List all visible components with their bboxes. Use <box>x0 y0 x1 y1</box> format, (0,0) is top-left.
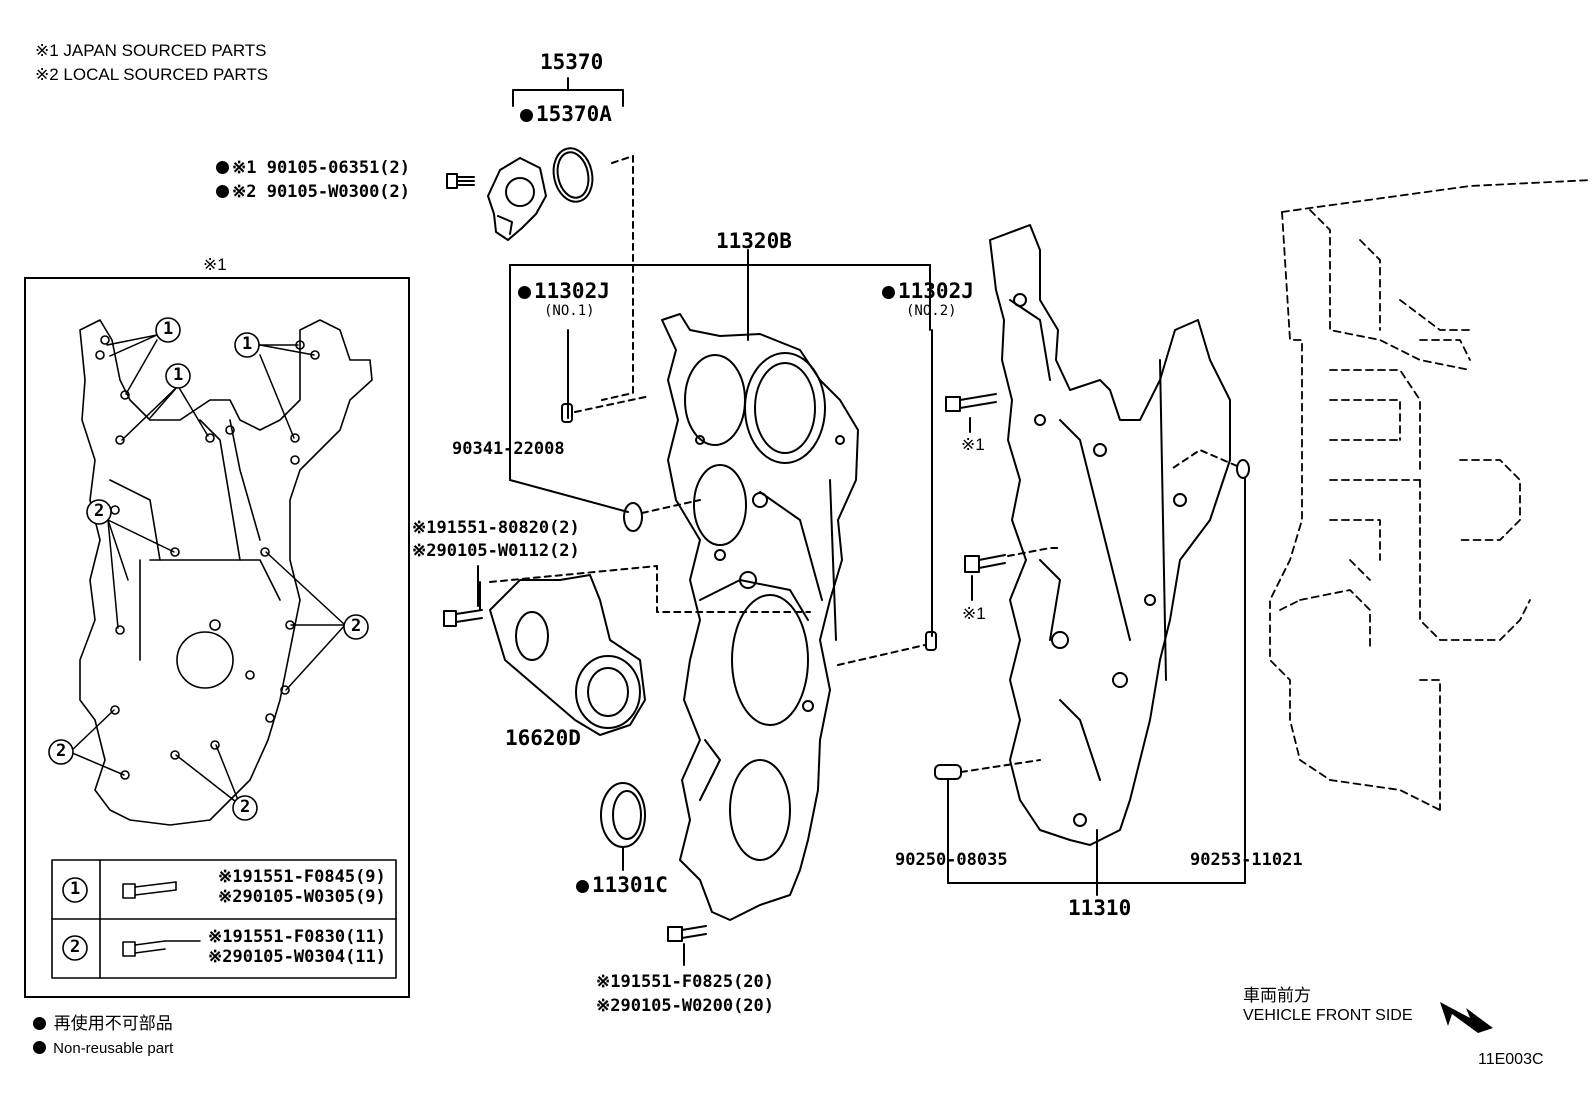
legend-row-1-num: 1 <box>70 879 81 899</box>
legend-nonreusable-jp: 再使用不可部品 <box>33 1015 173 1032</box>
front-arrow <box>1440 1002 1493 1033</box>
note-japan-sourced: ※1 JAPAN SOURCED PARTS <box>35 41 267 60</box>
nonreusable-dot <box>576 880 589 893</box>
nonreusable-dot <box>33 1017 46 1030</box>
part-90341-22008[interactable]: 90341-22008 <box>452 439 565 459</box>
legend-row-2-jp: ※191551-F0830(11) <box>208 927 387 947</box>
part-11320B[interactable]: 11320B <box>716 229 792 253</box>
nonreusable-dot <box>216 161 229 174</box>
callout-2d: 2 <box>240 797 251 817</box>
tensioner-drawing <box>479 565 811 736</box>
part-90250-08035[interactable]: 90250-08035 <box>895 850 1008 870</box>
tensioner-bolt-drawing <box>443 609 483 627</box>
legend-bolt-icon-2 <box>122 940 201 957</box>
callout-1b: 1 <box>173 365 184 385</box>
nonreusable-dot <box>33 1041 46 1054</box>
engine-block-outline <box>1269 179 1592 811</box>
part-sensor-bolt-local[interactable]: ※2 90105-W0300(2) <box>216 184 410 201</box>
legend-bolt-icon-1 <box>122 881 177 899</box>
part-90253-11021[interactable]: 90253-11021 <box>1190 850 1303 870</box>
callout-2c: 2 <box>56 741 67 761</box>
case-bolt-mark-upper: ※1 <box>961 435 985 454</box>
direction-jp: 車両前方 <box>1243 986 1311 1005</box>
part-15370A[interactable]: 15370A <box>520 104 612 125</box>
nonreusable-dot <box>216 185 229 198</box>
part-11302J-no1-sub: (NO.1) <box>544 303 595 319</box>
nonreusable-dot <box>520 109 533 122</box>
part-cover-bolt-top-jp[interactable]: ※191551-80820(2) <box>412 518 580 538</box>
legend-row-1-jp: ※191551-F0845(9) <box>218 867 386 887</box>
oring-drawing <box>552 147 594 203</box>
callout-1c: 1 <box>242 334 253 354</box>
part-11302J-no2-sub: (NO.2) <box>906 303 957 319</box>
case-bolt-upper <box>945 393 997 433</box>
part-11301C[interactable]: 11301C <box>576 875 668 896</box>
part-cover-bolt-bottom-local[interactable]: ※290105-W0200(20) <box>596 996 775 1016</box>
part-11302J-no2[interactable]: 11302J <box>882 281 974 302</box>
part-16620D[interactable]: 16620D <box>505 726 581 750</box>
timing-cover-drawing <box>661 313 859 921</box>
sensor-bracket-lines <box>512 77 624 107</box>
nonreusable-dot <box>518 286 531 299</box>
cam-sensor-drawing <box>487 157 547 241</box>
sensor-bolt-drawing <box>446 173 475 189</box>
legend-table-grid <box>51 859 397 979</box>
nonreusable-dot <box>882 286 895 299</box>
cover-bolt-drawing <box>667 925 707 966</box>
callout-1a: 1 <box>163 319 174 339</box>
note-local-sourced: ※2 LOCAL SOURCED PARTS <box>35 65 269 84</box>
legend-nonreusable-en: Non-reusable part <box>33 1041 173 1056</box>
case-bolt-mark-lower: ※1 <box>962 604 986 623</box>
part-15370[interactable]: 15370 <box>540 50 604 74</box>
part-sensor-bolt-jp[interactable]: ※1 90105-06351(2) <box>216 160 410 177</box>
timing-case-drawing <box>989 224 1231 846</box>
legend-row-2-local: ※290105-W0304(11) <box>208 947 387 967</box>
part-11310[interactable]: 11310 <box>1068 896 1132 920</box>
part-cover-bolt-bottom-jp[interactable]: ※191551-F0825(20) <box>596 972 775 992</box>
inset-panel <box>24 277 410 998</box>
callout-2a: 2 <box>94 501 105 521</box>
figure-id: 11E003C <box>1478 1051 1544 1068</box>
case-bolt-lower <box>964 554 1006 601</box>
part-cover-bolt-top-local[interactable]: ※290105-W0112(2) <box>412 541 580 561</box>
direction-en: VEHICLE FRONT SIDE <box>1243 1007 1413 1024</box>
legend-row-1-local: ※290105-W0305(9) <box>218 887 386 907</box>
inset-marker: ※1 <box>203 255 227 274</box>
inset-leaders <box>69 334 346 806</box>
part-11302J-no1[interactable]: 11302J <box>518 281 610 302</box>
callout-2b: 2 <box>351 616 362 636</box>
inset-cover-drawing <box>79 319 373 826</box>
legend-row-2-num: 2 <box>70 937 81 957</box>
